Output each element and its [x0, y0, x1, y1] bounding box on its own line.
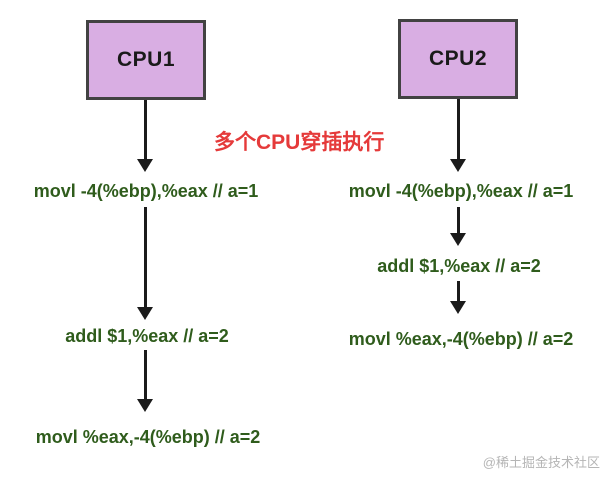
arrow-shaft [143, 350, 147, 399]
arrow-shaft [143, 207, 147, 307]
arrow-shaft [143, 100, 147, 159]
arrow-cpu1-instr2-to-instr3 [137, 350, 153, 412]
cpu2-instruction-1: movl -4(%ebp),%eax // a=1 [348, 181, 574, 201]
arrow-shaft [456, 99, 460, 159]
arrow-shaft [456, 281, 460, 301]
arrowhead-down-icon [137, 159, 153, 172]
arrowhead-down-icon [137, 399, 153, 412]
cpu1-instruction-2: addl $1,%eax // a=2 [65, 326, 229, 346]
arrowhead-down-icon [450, 301, 466, 314]
arrow-cpu2-to-instr1 [450, 99, 466, 172]
arrow-cpu2-instr1-to-instr2 [450, 207, 466, 246]
arrowhead-down-icon [450, 159, 466, 172]
arrowhead-down-icon [137, 307, 153, 320]
cpu2-instruction-2: addl $1,%eax // a=2 [377, 256, 541, 276]
cpu2-label: CPU2 [428, 47, 488, 70]
arrow-cpu1-instr1-to-instr2 [137, 207, 153, 320]
arrow-cpu1-to-instr1 [137, 100, 153, 172]
arrow-cpu2-instr2-to-instr3 [450, 281, 466, 314]
arrow-shaft [456, 207, 460, 233]
cpu2-instruction-3: movl %eax,-4(%ebp) // a=2 [348, 329, 574, 349]
cpu1-node: CPU1 [86, 20, 206, 100]
watermark-text: @稀土掘金技术社区 [482, 455, 600, 470]
interleave-annotation: 多个CPU穿插执行 [214, 131, 385, 154]
cpu1-instruction-3: movl %eax,-4(%ebp) // a=2 [35, 427, 261, 447]
arrowhead-down-icon [450, 233, 466, 246]
cpu2-node: CPU2 [398, 19, 518, 99]
cpu1-label: CPU1 [116, 48, 176, 71]
cpu1-instruction-1: movl -4(%ebp),%eax // a=1 [33, 181, 259, 201]
